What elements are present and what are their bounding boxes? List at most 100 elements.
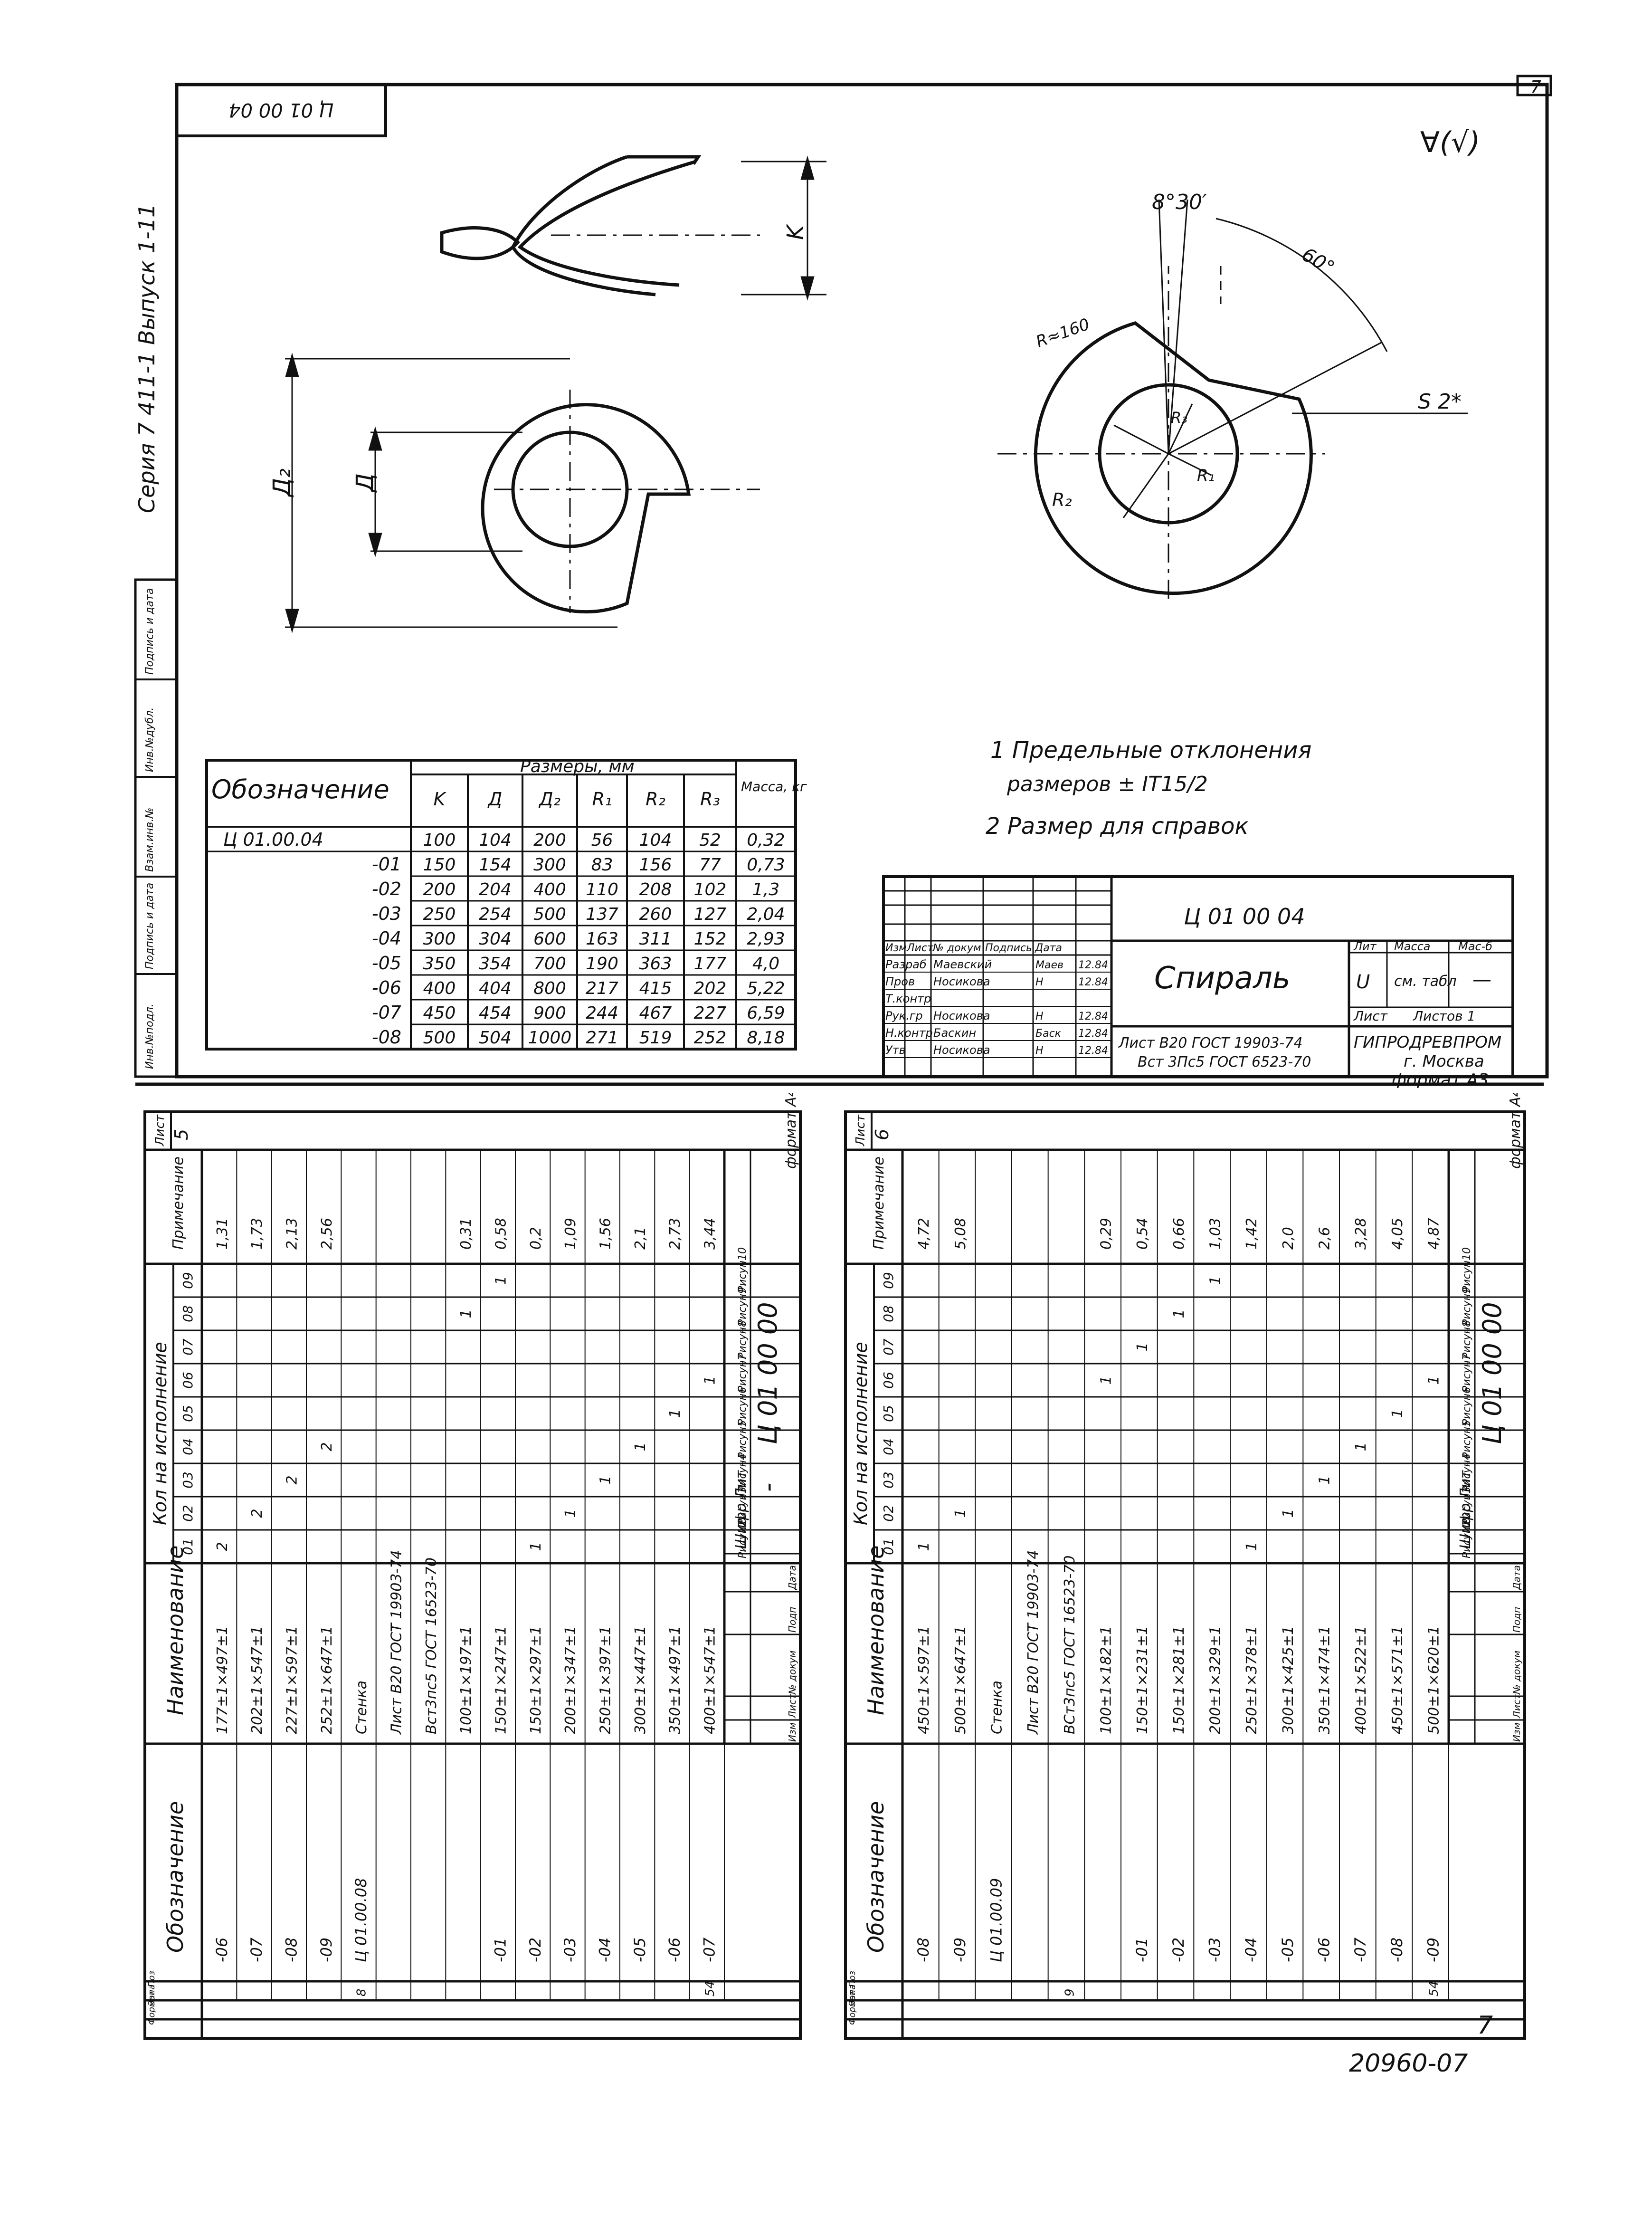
table-cell: 252 bbox=[694, 1028, 727, 1048]
spec-row-name: 252±1×647±1 bbox=[319, 1626, 335, 1734]
table-row-code: -08 bbox=[372, 1027, 401, 1048]
spec-row-qty: 1 bbox=[493, 1276, 509, 1285]
title-block-date: 12.84 bbox=[1078, 959, 1108, 971]
spec-bottom-cell: Лист bbox=[787, 1693, 798, 1719]
table-cell: 77 bbox=[699, 855, 721, 875]
spec-header-qty: Кол на исполнение bbox=[850, 1342, 871, 1525]
spec-row-name: ВСт3пс5 ГОСТ 16523-70 bbox=[1062, 1556, 1078, 1734]
spec-header-note: Примечание bbox=[170, 1156, 187, 1250]
spec-sheet-right: ФорматЗонаПозОбозначениеНаименованиеКол … bbox=[844, 1093, 1526, 2072]
note-2: 2 Размер для справок bbox=[986, 813, 1248, 840]
note-1b: размеров ± IT15/2 bbox=[1006, 772, 1208, 796]
title-block-lit-label: Лит bbox=[1353, 940, 1377, 953]
spec-row-name: 250±1×378±1 bbox=[1244, 1626, 1260, 1734]
title-block-sign: Баск bbox=[1035, 1028, 1062, 1040]
title-block-mass-value: см. табл bbox=[1394, 973, 1457, 990]
dim-angle-60: 60° bbox=[1298, 243, 1338, 279]
spec-row-note: 1,73 bbox=[249, 1218, 266, 1250]
spec-row-code: -05 bbox=[631, 1938, 649, 1962]
title-block-date: 12.84 bbox=[1078, 1028, 1108, 1040]
spec-doc-code: Ц 01 00 00 bbox=[1477, 1302, 1507, 1444]
corner-code-box bbox=[175, 83, 387, 137]
table-cell: 190 bbox=[586, 954, 618, 974]
spec-row-note: 2,1 bbox=[632, 1227, 649, 1250]
spec-row-code: -02 bbox=[526, 1938, 544, 1962]
table-col-header: K bbox=[434, 789, 447, 810]
spec-bottom-cell: Подп bbox=[1511, 1607, 1522, 1633]
spec-qty-col: 06 bbox=[180, 1372, 196, 1389]
table-mass: 0,73 bbox=[747, 855, 785, 875]
title-block-name: Носикова bbox=[933, 1043, 990, 1057]
spec-bottom-cell: № докум bbox=[1511, 1651, 1522, 1695]
spec-row-name: 450±1×597±1 bbox=[916, 1626, 932, 1734]
spec-ris: Рисун9 bbox=[1461, 1287, 1473, 1326]
spec-qty-col: 07 bbox=[881, 1338, 896, 1356]
spec-row-note: 4,87 bbox=[1426, 1218, 1443, 1250]
table-row-code: -01 bbox=[372, 854, 401, 875]
title-block-sign: Н bbox=[1035, 976, 1044, 988]
top-left-margin-strip bbox=[134, 578, 178, 1078]
table-cell: 400 bbox=[423, 979, 456, 998]
title-block-scale-value: — bbox=[1472, 969, 1491, 991]
spec-row-name: 150±1×281±1 bbox=[1171, 1626, 1187, 1734]
spec-ris: Рисун4 bbox=[737, 1453, 749, 1492]
spec-sheet-left: ФорматЗонаПозОбозначениеНаименованиеКол … bbox=[143, 1093, 802, 2040]
spec-row-code: -06 bbox=[665, 1938, 684, 1962]
spec-row-code: -06 bbox=[213, 1938, 231, 1962]
title-block-head: № докум bbox=[932, 942, 981, 954]
spec-row-note: 1,31 bbox=[214, 1218, 231, 1250]
table-cell: 504 bbox=[479, 1028, 512, 1048]
spec-row-qty: 1 bbox=[702, 1375, 718, 1385]
spec-rotated-content: ФорматЗонаПозОбозначениеНаименованиеКол … bbox=[844, 1093, 1526, 2040]
title-block-head: Дата bbox=[1035, 942, 1062, 954]
spec-qty-col: 09 bbox=[180, 1272, 196, 1289]
dim-r2: R₂ bbox=[1052, 489, 1072, 510]
title-block-sign: Н bbox=[1035, 1045, 1044, 1057]
spec-row-note: 2,13 bbox=[284, 1218, 300, 1250]
spec-ris: Рисун3 bbox=[1461, 1487, 1473, 1525]
title-block-sign: Маев bbox=[1035, 959, 1063, 971]
spec-row-qty: 1 bbox=[528, 1542, 544, 1551]
spec-ris: Рисун10 bbox=[737, 1247, 749, 1292]
table-cell: 102 bbox=[694, 880, 727, 899]
spec-ris: Рисун5 bbox=[737, 1420, 749, 1459]
spec-row-name: 300±1×425±1 bbox=[1280, 1626, 1297, 1734]
spec-row-code: -01 bbox=[1133, 1938, 1151, 1962]
spec-row-note: 1,42 bbox=[1244, 1218, 1260, 1250]
spec-qty-col: 05 bbox=[881, 1405, 896, 1422]
spec-row-code: Ц 01.00.09 bbox=[987, 1878, 1006, 1962]
dim-angle-small: 8°30′ bbox=[1152, 190, 1207, 214]
spec-left-header: Поз bbox=[147, 1971, 157, 1987]
spec-row-pos: 54 bbox=[1427, 1981, 1441, 1996]
table-mass: 2,93 bbox=[747, 929, 785, 949]
spec-row-code: -09 bbox=[951, 1938, 969, 1962]
spec-row-note: 0,29 bbox=[1098, 1218, 1115, 1250]
spec-row-pos: 8 bbox=[355, 1988, 369, 1996]
page-divider bbox=[135, 1082, 1544, 1086]
spec-ris: Рисун7 bbox=[737, 1354, 749, 1392]
svg-text:Подпись и дата: Подпись и дата bbox=[144, 588, 156, 675]
table-cell: 152 bbox=[694, 929, 727, 949]
spec-qty-col: 01 bbox=[180, 1538, 196, 1555]
spec-row-name: Лист В20 ГОСТ 19903-74 bbox=[1025, 1550, 1042, 1735]
table-header-dims: Размеры, мм bbox=[520, 757, 635, 776]
spec-format: формат А4 bbox=[1507, 1093, 1524, 1169]
spec-row-pos: 54 bbox=[703, 1981, 717, 1996]
spec-row-note: 2,6 bbox=[1317, 1227, 1333, 1250]
spec-sheet-number: 5 bbox=[171, 1129, 192, 1140]
spec-row-name: 227±1×597±1 bbox=[284, 1626, 300, 1734]
spec-qty-col: 08 bbox=[180, 1305, 196, 1322]
spec-row-name: 100±1×197±1 bbox=[458, 1626, 475, 1734]
svg-text:Инв.№подл.: Инв.№подл. bbox=[144, 1003, 156, 1069]
spec-bottom-cell: Изм bbox=[1511, 1722, 1522, 1742]
table-cell: 150 bbox=[423, 855, 456, 875]
svg-text:Взам.инв.№: Взам.инв.№ bbox=[144, 808, 156, 872]
table-cell: 204 bbox=[479, 880, 512, 899]
spec-left-header: Поз bbox=[847, 1971, 857, 1987]
spec-row-name: 150±1×297±1 bbox=[528, 1626, 544, 1734]
sheet-corner-box bbox=[1516, 75, 1552, 96]
spec-row-note: 2,73 bbox=[667, 1218, 684, 1250]
spec-header-qty: Кол на исполнение bbox=[150, 1342, 171, 1525]
table-cell: 127 bbox=[694, 905, 727, 924]
